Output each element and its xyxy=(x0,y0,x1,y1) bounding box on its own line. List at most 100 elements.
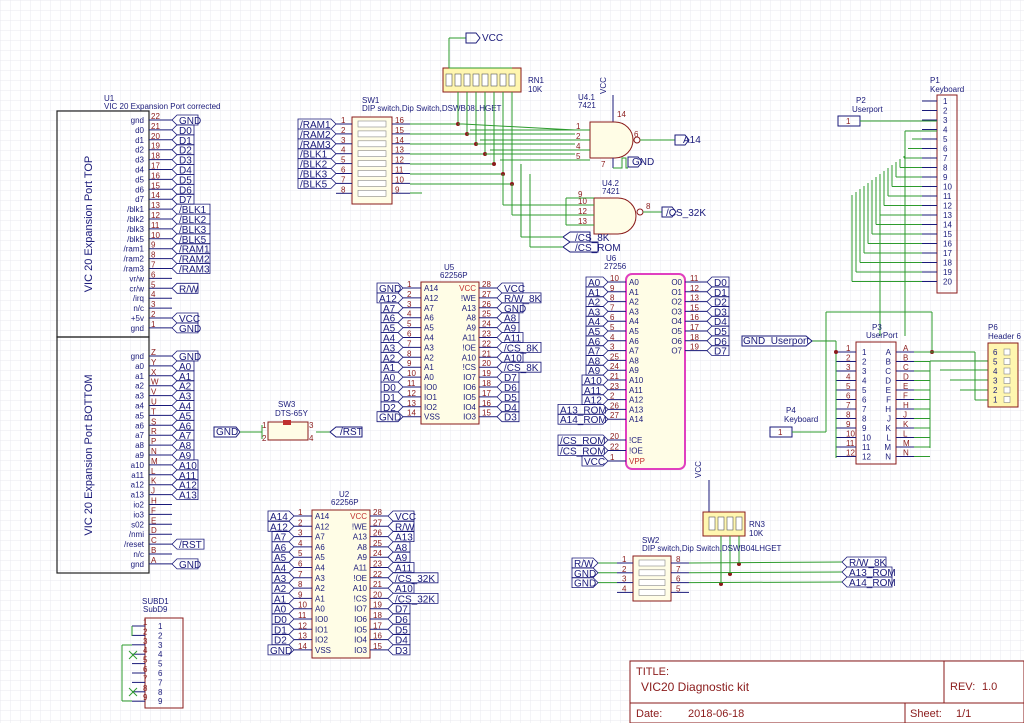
u5-left-net-port xyxy=(376,411,404,423)
p3-left-num: 10 xyxy=(846,430,855,439)
u5-left-pin: A5 xyxy=(424,324,434,333)
u42-in-num: 12 xyxy=(578,207,587,216)
u5-left-num: 14 xyxy=(407,409,416,418)
u5-left-net-port xyxy=(380,351,404,363)
sw1-net-label-port xyxy=(297,128,337,140)
u5-right-net: D4 xyxy=(504,403,517,414)
u2-left-net-port xyxy=(271,541,295,553)
u41-in-num: 4 xyxy=(576,142,581,151)
u6-right-net: D1 xyxy=(714,288,727,299)
u5-left-pin: A6 xyxy=(424,314,434,323)
u6-left-net-port xyxy=(581,374,609,386)
u1-pin-name: /nmi xyxy=(129,530,144,539)
u1-net-label-port xyxy=(171,469,199,481)
sw1-left-num: 4 xyxy=(341,146,346,155)
p1-body xyxy=(936,94,958,294)
p3-ref: P3 xyxy=(872,323,882,332)
u1-net-label: D3 xyxy=(179,156,192,167)
u6-right-num: 11 xyxy=(690,274,699,283)
u2-right-net: A11 xyxy=(395,564,412,575)
p3-right-letter: C xyxy=(903,363,909,372)
u6-left-num: 26 xyxy=(610,401,619,410)
u1-pin-name: a6 xyxy=(135,421,144,430)
u2-right-net: A13 xyxy=(395,533,413,544)
u6-right-pin: O5 xyxy=(671,327,682,336)
u1-net-label: A10 xyxy=(179,461,197,472)
u2-left-num: 8 xyxy=(298,580,303,589)
u5-right-num: 15 xyxy=(482,409,491,418)
u6-left-net: A2 xyxy=(588,298,601,309)
u1-net-label-port xyxy=(171,380,195,392)
u2-left-num: 12 xyxy=(298,621,307,630)
sw1-right-num: 12 xyxy=(395,156,404,165)
junction-dot xyxy=(834,350,838,354)
u1-net-label-port xyxy=(171,233,211,245)
u5-right-net: D7 xyxy=(504,373,517,384)
u41-ref: U4.1 xyxy=(578,93,595,102)
u5-left-num: 2 xyxy=(407,290,412,299)
u6-left-net: A3 xyxy=(588,307,601,318)
p3-right-letter: D xyxy=(903,373,909,382)
subd1-num: 5 xyxy=(143,656,148,665)
p1-pin-num: 20 xyxy=(943,278,952,287)
p3-left-pin: 11 xyxy=(862,443,871,452)
sw2-left-num: 2 xyxy=(622,565,627,574)
u2-right-num: 15 xyxy=(373,642,382,651)
u1-net-label-port xyxy=(171,390,195,401)
p3-right-pin: N xyxy=(885,453,891,462)
u5-left-num: 5 xyxy=(407,320,412,329)
sw2-right-net: A13_ROM xyxy=(849,568,896,579)
u1-net-label: D4 xyxy=(179,166,192,177)
u1-net-label-port xyxy=(171,223,211,235)
rn3-resistor-network: VCC RN3 10K xyxy=(694,461,766,586)
sw1-left-num: 2 xyxy=(341,126,346,135)
sw1-net-label: /BLK5 xyxy=(300,179,328,190)
u2-right-num: 26 xyxy=(373,529,382,538)
u5-right-pin: !CS xyxy=(463,363,476,372)
u1-pin-number: K xyxy=(151,477,157,486)
subd1-name: SubD9 xyxy=(143,605,168,614)
u6-ctrl-num: 22 xyxy=(610,443,619,452)
u6-ctrl-net-port xyxy=(557,434,609,446)
rn1-cell xyxy=(445,73,453,87)
u5-right-net-port xyxy=(496,332,524,343)
u5-left-net-port xyxy=(380,381,404,393)
u1-net-label: GND xyxy=(179,324,201,335)
u2-right-net-port xyxy=(387,634,411,645)
u1-top-label: VIC 20 Expansion Port TOP xyxy=(83,156,95,293)
u1-pin-number: T xyxy=(151,407,156,416)
u2-left-net: D2 xyxy=(274,636,287,647)
u5-left-net: A5 xyxy=(383,324,396,335)
u6-left-net-port xyxy=(585,355,609,366)
u1-pin-name: a8 xyxy=(135,441,144,450)
u2-right-pin: IO4 xyxy=(354,636,367,645)
sw2-slider xyxy=(638,559,666,567)
u41-out-net: A14 xyxy=(683,135,701,146)
sw2-left-num: 4 xyxy=(622,584,627,593)
u1-net-label-port xyxy=(171,459,199,471)
u1-net-label-port xyxy=(171,174,195,185)
subd1-num: 8 xyxy=(143,684,148,693)
p3-left-num: 6 xyxy=(846,392,851,401)
p3-right-letter: L xyxy=(903,430,908,439)
u2-left-num: 14 xyxy=(298,642,307,651)
p3-body xyxy=(855,341,897,465)
p6-pin-num: 1 xyxy=(993,396,998,405)
p3-left-pin: 8 xyxy=(862,415,867,424)
u6-ctrl-net: VCC xyxy=(584,457,605,468)
u6-left-num: 25 xyxy=(610,352,619,361)
u1-net-label-port xyxy=(171,282,199,294)
u41-body xyxy=(589,121,634,159)
u2-left-net-port xyxy=(271,603,295,615)
u2-right-num: 18 xyxy=(373,611,382,620)
u2-right-net: /CS_32K xyxy=(395,594,435,605)
u6-right-pin: O3 xyxy=(671,307,682,316)
u1-net-label-port xyxy=(171,419,195,431)
subd1-num: 4 xyxy=(143,646,148,655)
u5-right-num: 17 xyxy=(482,389,491,398)
u6-right-num: 18 xyxy=(690,333,699,342)
u41-in-num: 1 xyxy=(576,122,581,131)
p3-right-pin: H xyxy=(885,405,891,414)
subd1-ref: SUBD1 xyxy=(142,597,169,606)
